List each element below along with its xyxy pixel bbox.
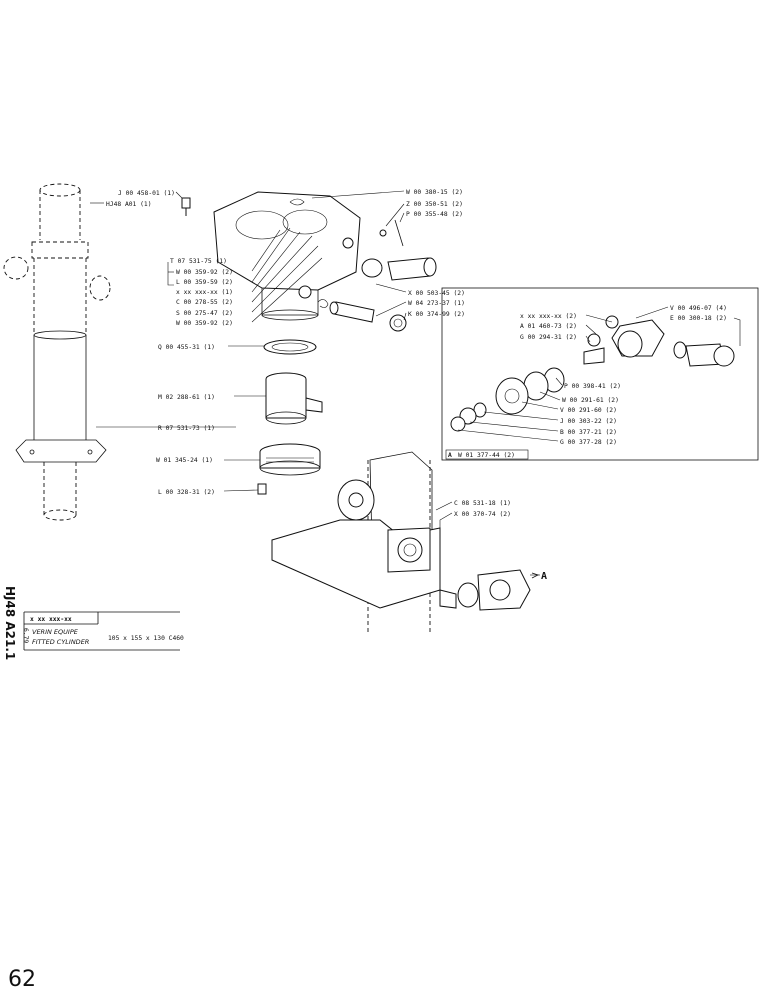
label-z00350: Z 00 350-51 (2)	[406, 201, 463, 208]
label-hj48a01: HJ48 A01 (1)	[106, 201, 152, 208]
cylinder-head-drawing	[181, 191, 437, 332]
label-w00380: W 00 380-15 (2)	[406, 189, 463, 196]
label-a01460: A 01 460-73 (2)	[520, 323, 577, 330]
base-mount-drawing	[271, 451, 531, 632]
label-xxxa: x xx xxx-xx (1)	[176, 289, 233, 296]
label-w00359b: W 00 359-92 (2)	[176, 320, 233, 327]
label-w04273: W 04 273-37 (1)	[408, 300, 465, 307]
detail-ref-code: W 01 377-44 (2)	[458, 452, 515, 459]
leader-lines	[90, 190, 741, 590]
label-xxxb: x xx xxx-xx (2)	[520, 313, 577, 320]
detail-frame	[441, 287, 759, 461]
label-v00496: V 00 496-07 (4)	[670, 305, 727, 312]
label-l00359: L 00 359-59 (2)	[176, 279, 233, 286]
label-s00275: S 00 275-47 (2)	[176, 310, 233, 317]
title-block: HJ48 A21.1 x xx xxx-xx 6.79 VERIN EQUIPE…	[3, 586, 184, 660]
label-c00278: C 00 278-55 (2)	[176, 299, 233, 306]
label-x00503: X 00 503-45 (2)	[408, 290, 465, 297]
label-x00370: X 00 370-74 (2)	[454, 511, 511, 518]
title-block-title-fr: VERIN EQUIPE	[32, 628, 79, 636]
title-block-dims: 105 x 155 x 130 C460	[108, 635, 184, 642]
label-t07531: T 07 531-75 (1)	[170, 258, 227, 265]
label-r07531: R 07 531-73 (1)	[158, 425, 215, 432]
label-m02288: M 02 288-61 (1)	[158, 394, 215, 401]
label-w01345: W 01 345-24 (1)	[156, 457, 213, 464]
cylinder-assembly-drawing	[3, 183, 111, 521]
title-block-date: 6.79	[22, 628, 29, 643]
seal-and-gland-drawing	[257, 339, 323, 495]
page-number: 62	[8, 967, 36, 992]
detail-ref-letter: A	[448, 452, 452, 459]
label-v00291: V 00 291-60 (2)	[560, 407, 617, 414]
label-b00377: B 00 377-21 (2)	[560, 429, 617, 436]
label-c08531: C 08 531-18 (1)	[454, 500, 511, 507]
label-j00458: J 00 458-01 (1)	[118, 190, 175, 197]
detail-labels: x xx xxx-xx (2) A 01 460-73 (2) G 00 294…	[445, 305, 727, 460]
title-block-title-en: FITTED CYLINDER	[32, 638, 89, 646]
label-g00294: G 00 294-31 (2)	[520, 334, 577, 341]
detail-ref-box	[445, 449, 529, 460]
label-e00300: E 00 300-18 (2)	[670, 315, 727, 322]
label-arrow-a: A	[541, 571, 547, 582]
label-q00455: Q 00 455-31 (1)	[158, 344, 215, 351]
label-l00328: L 00 328-31 (2)	[158, 489, 215, 496]
label-p00398: P 00 398-41 (2)	[564, 383, 621, 390]
label-g00377: G 00 377-28 (2)	[560, 439, 617, 446]
label-p00355: P 00 355-48 (2)	[406, 211, 463, 218]
callout-labels: J 00 458-01 (1) HJ48 A01 (1) W 00 380-15…	[106, 189, 547, 582]
label-w00291: W 00 291-61 (2)	[562, 397, 619, 404]
title-block-code: HJ48 A21.1	[3, 586, 17, 660]
label-j00303: J 00 303-22 (2)	[560, 418, 617, 425]
title-block-part-no: x xx xxx-xx	[30, 616, 72, 623]
label-w00359a: W 00 359-92 (2)	[176, 269, 233, 276]
label-k00374: K 00 374-99 (2)	[408, 311, 465, 318]
